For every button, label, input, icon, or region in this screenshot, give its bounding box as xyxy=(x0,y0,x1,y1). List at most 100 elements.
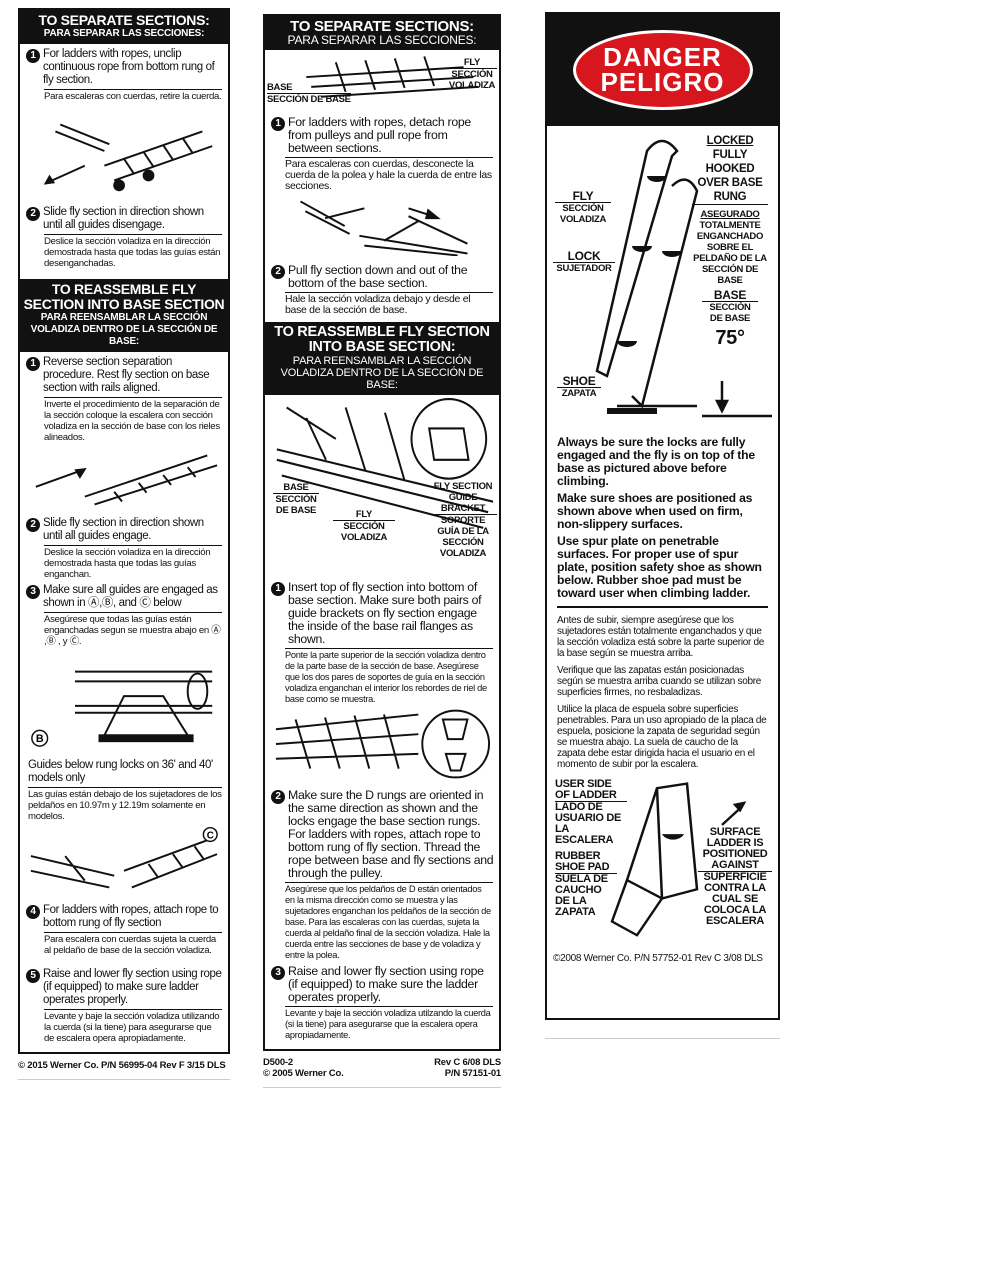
warning-text: Use spur plate on penetrable surfaces. F… xyxy=(557,534,762,600)
step-text-es: Para escalera con cuerdas sujeta la cuer… xyxy=(44,932,222,956)
warnings-en: Always be sure the locks are fully engag… xyxy=(547,426,778,602)
step-text-es: Levante y baje la sección voladiza utilz… xyxy=(285,1006,493,1041)
label-2-wrapper: TO SEPARATE SECTIONS: PARA SEPARAR LAS S… xyxy=(263,14,501,1088)
warning-text: Make sure shoes are positioned as shown … xyxy=(557,491,753,531)
label-guide-bracket: FLY SECTION GUIDE BRACKET xyxy=(429,481,497,515)
step-number-icon: 1 xyxy=(271,117,285,131)
step-number-icon: 5 xyxy=(26,969,40,983)
label-locked-es: ASEGURADO xyxy=(700,209,760,220)
revision: Rev C 6/08 DLS xyxy=(434,1057,501,1068)
label-fly-es: SECCIÓN VOLADIZA xyxy=(340,521,388,543)
warning-text: Always be sure the locks are fully engag… xyxy=(557,435,755,488)
step-text: Insert top of fly section into bottom of… xyxy=(288,580,482,646)
header-title: TO SEPARATE SECTIONS: xyxy=(38,12,210,28)
step-text-es: Asegúrese que todas las guías están enga… xyxy=(44,612,222,647)
step-number-icon: 2 xyxy=(271,790,285,804)
copyright: © 2005 Werner Co. xyxy=(263,1068,344,1079)
label-base-es: SECCIÓN DE BASE xyxy=(275,494,317,516)
step-number-icon: 1 xyxy=(271,582,285,596)
label-b: B xyxy=(36,733,44,745)
step-number-icon: 1 xyxy=(26,49,40,63)
label-lock-es: SUJETADOR xyxy=(556,263,612,274)
step-text-es: Deslice la sección voladiza en la direcc… xyxy=(44,545,222,580)
step-text: For ladders with ropes, attach rope to b… xyxy=(43,904,219,929)
label-base: BASE xyxy=(267,82,351,94)
footer-3: ©2008 Werner Co. P/N 57752-01 Rev C 3/08… xyxy=(553,953,763,964)
warning-text-es: Verifique que las zapatas están posicion… xyxy=(557,665,762,698)
label-base: BASE xyxy=(702,289,758,302)
step-text: Raise and lower fly section using rope (… xyxy=(288,964,484,1004)
step-text-es: Hale la sección voladiza debajo y desde … xyxy=(285,292,493,316)
separate-header: TO SEPARATE SECTIONS: PARA SEPARAR LAS S… xyxy=(20,10,228,44)
pull-fly-section-illustration xyxy=(271,196,493,257)
step-text: Make sure all guides are engaged as show… xyxy=(43,584,218,609)
step-text: Raise and lower fly section using rope (… xyxy=(43,968,222,1006)
reassemble-header: TO REASSEMBLE FLY SECTION INTO BASE SECT… xyxy=(20,279,228,352)
label-shoe-es: ZAPATA xyxy=(561,388,597,399)
d-rung-illustration xyxy=(271,709,493,781)
ladder-reassembly-illustration xyxy=(26,447,222,509)
label-locked: LOCKED xyxy=(706,135,754,147)
step-text-es: Inverte el procedimiento de la separació… xyxy=(44,397,222,443)
step-text-es: Para escaleras con cuerdas, desconecte l… xyxy=(285,157,493,192)
label-fly-es: SECCIÓN VOLADIZA xyxy=(448,69,496,91)
guide-detail-c-illustration: C xyxy=(26,826,222,896)
step-text: For ladders with ropes, detach rope from… xyxy=(288,115,471,155)
danger-header: DANGER PELIGRO xyxy=(547,14,778,126)
header-title: TO REASSEMBLE FLY SECTION INTO BASE SECT… xyxy=(274,324,490,355)
reassemble-header: TO REASSEMBLE FLY SECTION INTO BASE SECT… xyxy=(265,322,499,395)
step-number-icon: 3 xyxy=(26,585,40,599)
divider xyxy=(545,1038,780,1039)
divider xyxy=(557,606,768,608)
separate-header: TO SEPARATE SECTIONS: PARA SEPARAR LAS S… xyxy=(265,16,499,50)
divider xyxy=(18,1079,230,1080)
label-base-es: SECCIÓN DE BASE xyxy=(267,94,351,105)
label-base: BASE xyxy=(273,482,319,494)
header-title-es: PARA SEPARAR LAS SECCIONES: xyxy=(43,28,205,39)
footer-2-left: D500-2© 2005 Werner Co. xyxy=(263,1057,344,1079)
label-guide-bracket-es: SOPORTE GUÍA DE LA SECCIÓN VOLADIZA xyxy=(437,515,489,559)
step-number-icon: 2 xyxy=(26,518,40,532)
step-text: Pull fly section down and out of the bot… xyxy=(288,263,468,290)
warnings-es: Antes de subir, siempre asegúrese que lo… xyxy=(547,612,778,773)
guides-note: Guides below rung locks on 36' and 40' m… xyxy=(28,759,213,784)
step-text-es: Levante y baje la sección voladiza utili… xyxy=(44,1009,222,1044)
danger-word: DANGER xyxy=(603,42,722,72)
divider xyxy=(263,1087,501,1088)
step-text-es: Deslice la sección voladiza en la direcc… xyxy=(44,234,222,269)
label-shoe: SHOE xyxy=(557,375,601,388)
step-number-icon: 3 xyxy=(271,966,285,980)
label-fly: FLY xyxy=(447,57,497,69)
label-1-wrapper: TO SEPARATE SECTIONS: PARA SEPARAR LAS S… xyxy=(18,8,230,1080)
step-text-es: Asegúrese que los peldaños de D están or… xyxy=(285,882,493,961)
guides-note-es: Las guías están debajo de los sujetadore… xyxy=(28,787,222,822)
step-text: Reverse section separation procedure. Re… xyxy=(43,356,210,394)
step-number-icon: 4 xyxy=(26,905,40,919)
header-title: TO SEPARATE SECTIONS: xyxy=(290,18,474,35)
step-number-icon: 1 xyxy=(26,357,40,371)
step-number-icon: 2 xyxy=(26,207,40,221)
label-base-es: SECCIÓN DE BASE xyxy=(709,302,751,324)
step-text: Slide fly section in direction shown unt… xyxy=(43,206,204,231)
step-text: Slide fly section in direction shown unt… xyxy=(43,517,204,542)
header-title: TO REASSEMBLE FLY SECTION INTO BASE SECT… xyxy=(23,281,225,312)
angle-label: 75° xyxy=(715,327,745,349)
label-rubber-pad-es: SUELA DE CAUCHO DE LA ZAPATA xyxy=(555,873,608,918)
part-number: P/N 57151-01 xyxy=(444,1068,501,1079)
